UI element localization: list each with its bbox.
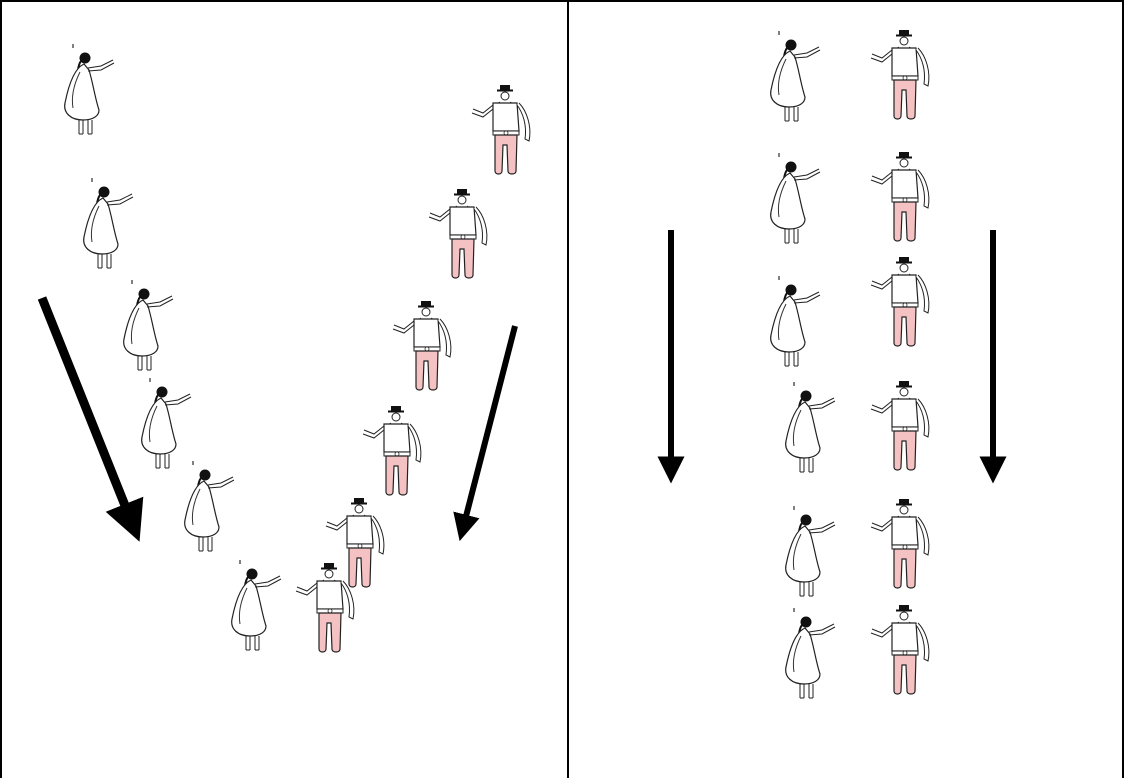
man-dancer-icon [871,152,929,241]
woman-dancer-icon [771,31,820,121]
man-dancer-icon [871,257,929,346]
woman-dancer-icon [771,276,820,366]
woman-dancer-icon [84,178,133,268]
man-dancer-icon [871,30,929,119]
direction-arrow-icon [463,326,515,528]
man-dancer-icon [296,563,354,652]
woman-dancer-icon [124,280,173,370]
woman-dancer-icon [65,44,114,134]
man-dancer-icon [472,85,530,174]
right-men-column [871,30,929,694]
man-dancer-icon [393,301,451,390]
left-women-line [65,44,281,650]
right-women-column [771,31,835,698]
man-dancer-icon [363,406,421,495]
woman-dancer-icon [232,560,281,650]
direction-arrow-icon [42,298,132,523]
woman-dancer-icon [786,382,835,472]
man-dancer-icon [429,189,487,278]
man-dancer-icon [871,381,929,470]
woman-dancer-icon [771,153,820,243]
woman-dancer-icon [142,378,191,468]
man-dancer-icon [326,498,384,587]
left-men-line [296,85,530,652]
woman-dancer-icon [786,506,835,596]
woman-dancer-icon [185,461,234,551]
woman-dancer-icon [786,608,835,698]
man-dancer-icon [871,605,929,694]
man-dancer-icon [871,499,929,588]
